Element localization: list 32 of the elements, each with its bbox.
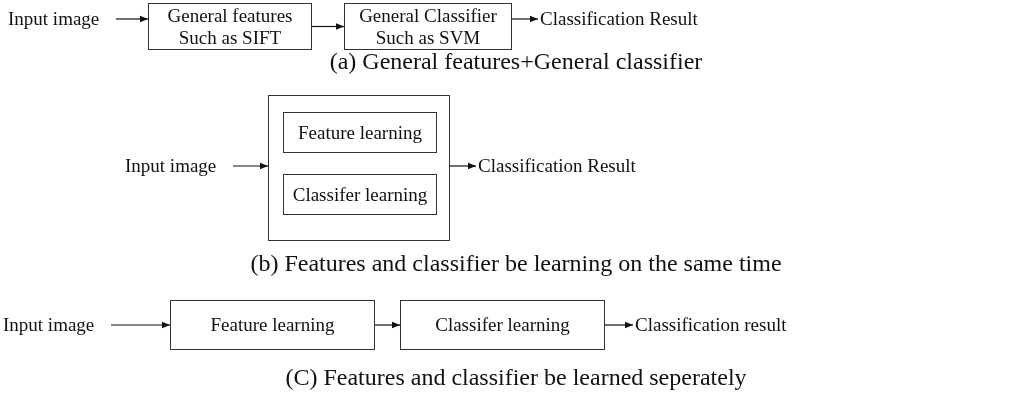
text-label: Classification Result xyxy=(478,155,678,177)
caption: (a) General features+General classifier xyxy=(328,48,704,75)
process-box xyxy=(148,3,312,50)
box-text: General features xyxy=(167,4,293,27)
arrow xyxy=(604,321,634,329)
process-box xyxy=(170,300,375,350)
arrow xyxy=(115,15,149,23)
caption: (C) Features and classifier be learned seperately xyxy=(284,364,748,391)
caption: (b) Features and classifier be learning on the same time xyxy=(249,250,783,277)
box-text: Such as SVM xyxy=(375,26,481,49)
box-text: General Classifier xyxy=(359,4,497,27)
box-text: Feature learning xyxy=(298,121,422,144)
box-text: Such as SIFT xyxy=(178,26,282,49)
text-label: Input image xyxy=(8,8,106,30)
box-text: Classifer learning xyxy=(292,183,428,206)
process-box xyxy=(400,300,605,350)
arrow xyxy=(110,321,171,329)
process-box xyxy=(344,3,512,50)
text-label: Classification Result xyxy=(540,8,740,30)
text-label: Input image xyxy=(125,155,223,177)
process-box xyxy=(283,174,437,215)
box-text: Feature learning xyxy=(210,314,335,336)
arrow xyxy=(311,23,345,30)
arrow xyxy=(449,162,477,170)
text-label: Input image xyxy=(3,314,101,336)
arrow xyxy=(232,162,269,170)
container-box xyxy=(268,95,450,241)
arrow xyxy=(374,321,401,329)
text-label: Classification result xyxy=(635,314,835,336)
process-box xyxy=(283,112,437,153)
box-text: Classifer learning xyxy=(435,314,570,336)
arrow xyxy=(511,15,539,23)
